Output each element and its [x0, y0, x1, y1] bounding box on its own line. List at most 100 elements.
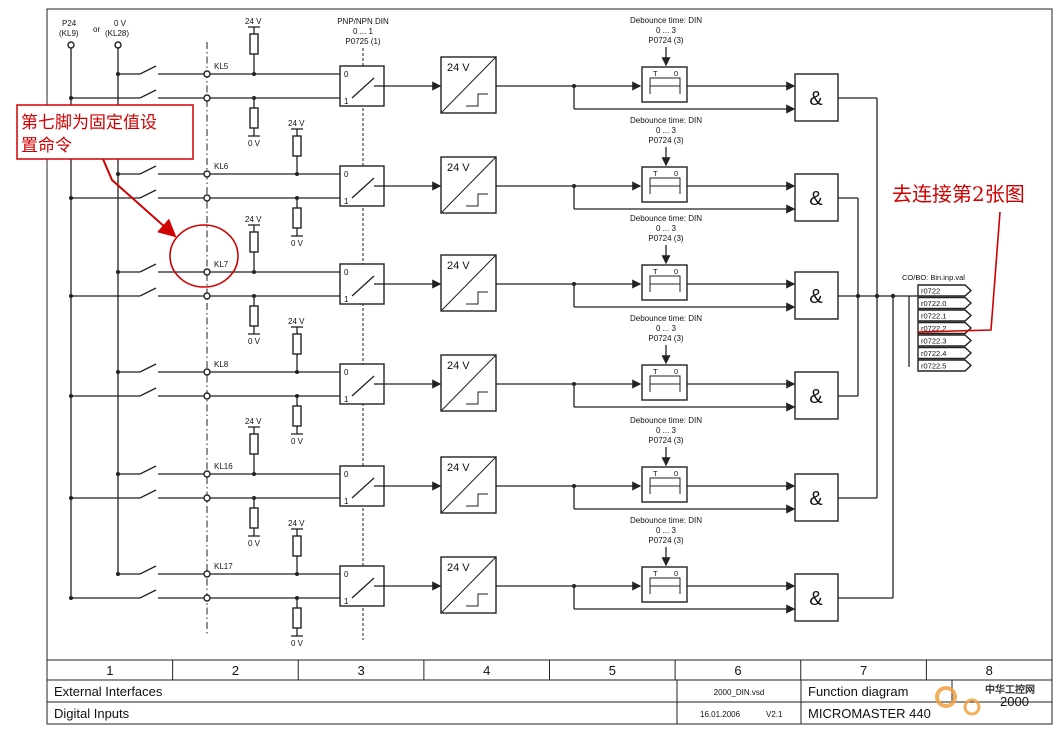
connector-tag — [917, 334, 973, 347]
supply-0v-label: 0 V — [291, 437, 304, 446]
zero-v-terminal — [114, 41, 122, 49]
switch-contact — [139, 489, 157, 499]
debounce-param: P0724 (3) — [648, 436, 683, 445]
p24-terminal-label: (KL9) — [59, 29, 79, 38]
converter-label: 24 V — [447, 360, 470, 372]
column-number: 5 — [609, 663, 616, 678]
debounce-param: P0724 (3) — [648, 334, 683, 343]
junction — [295, 370, 299, 374]
step-icon — [466, 593, 488, 607]
switch-arm — [351, 477, 375, 499]
pnp-param: P0725 (1) — [345, 37, 380, 46]
debounce-title: Debounce time: DIN — [630, 214, 702, 223]
debounce-t-label: T — [653, 469, 658, 478]
pullup-resistor — [249, 33, 259, 55]
and-symbol: & — [809, 488, 823, 510]
junction — [295, 572, 299, 576]
annotation-box — [16, 104, 194, 160]
terminal-label: KL16 — [214, 462, 233, 471]
or-label: or — [93, 25, 100, 34]
and-gate — [794, 473, 839, 522]
connector-tag — [917, 359, 973, 372]
footer-section-title: External Interfaces — [54, 684, 163, 699]
debounce-range: 0 ... 3 — [656, 26, 677, 35]
zero-v-terminal-label: (KL28) — [105, 29, 129, 38]
converter-label: 24 V — [447, 260, 470, 272]
debounce-0-label: 0 — [674, 569, 678, 578]
debounce-t-label: T — [653, 267, 658, 276]
connector-label: r0722.4 — [921, 349, 946, 358]
column-number: 4 — [483, 663, 490, 678]
footer-version: V2.1 — [766, 710, 783, 719]
pulldown-resistor — [249, 305, 259, 327]
switch-contact — [139, 387, 157, 397]
and-symbol: & — [809, 588, 823, 610]
debounce-param: P0724 (3) — [648, 234, 683, 243]
footer-date: 16.01.2006 — [700, 710, 741, 719]
annotation-line1: 第七脚为固定值设 — [21, 113, 157, 133]
pullup-resistor — [249, 231, 259, 253]
switch-contact — [139, 363, 157, 373]
terminal-label: KL8 — [214, 360, 229, 369]
supply-labels: P24 (KL9) or 0 V (KL28) — [59, 19, 129, 38]
debounce-t-label: T — [653, 367, 658, 376]
terminal-bottom — [203, 494, 211, 502]
terminal-top — [203, 70, 211, 78]
terminal-label: KL6 — [214, 162, 229, 171]
step-icon — [466, 291, 488, 305]
debounce-range: 0 ... 3 — [656, 126, 677, 135]
terminal-bottom — [203, 194, 211, 202]
column-number: 8 — [986, 663, 993, 678]
switch-1-label: 1 — [344, 197, 349, 206]
kl7-highlight-circle — [169, 224, 239, 288]
terminal-label: KL7 — [214, 260, 229, 269]
converter-label: 24 V — [447, 562, 470, 574]
switch-0-label: 0 — [344, 70, 349, 79]
debounce-title: Debounce time: DIN — [630, 416, 702, 425]
terminal-top — [203, 170, 211, 178]
switch-arm — [351, 275, 375, 297]
switch-arm — [351, 77, 375, 99]
switch-1-label: 1 — [344, 597, 349, 606]
step-icon — [466, 493, 488, 507]
column-number: 2 — [232, 663, 239, 678]
terminal-top — [203, 368, 211, 376]
step-icon — [466, 93, 488, 107]
annotation-arrow — [102, 158, 177, 238]
step-icon — [466, 391, 488, 405]
debounce-0-label: 0 — [674, 267, 678, 276]
and-symbol: & — [809, 386, 823, 408]
supply-0v-label: 0 V — [248, 337, 261, 346]
switch-1-label: 1 — [344, 395, 349, 404]
right-note: 去连接第2张图 — [892, 182, 1025, 206]
switch-contact — [139, 89, 157, 99]
debounce-param: P0724 (3) — [648, 136, 683, 145]
supply-0v-label: 0 V — [291, 239, 304, 248]
terminal-bottom — [203, 392, 211, 400]
switch-0-label: 0 — [344, 470, 349, 479]
converter-label: 24 V — [447, 62, 470, 74]
converter-diagonal — [440, 354, 497, 412]
and-symbol: & — [809, 286, 823, 308]
footer-product: MICROMASTER 440 — [808, 706, 931, 721]
footer-page-title: Digital Inputs — [54, 706, 130, 721]
supply-24v-label: 24 V — [245, 417, 262, 426]
supply-24v-label: 24 V — [245, 215, 262, 224]
junction — [252, 270, 256, 274]
connector-tag — [917, 309, 973, 322]
terminal-label: KL17 — [214, 562, 233, 571]
switch-contact — [139, 65, 157, 75]
terminal-bottom — [203, 292, 211, 300]
drawing-frame — [46, 8, 1053, 725]
and-gate — [794, 173, 839, 222]
connector-label: r0722.2 — [921, 324, 946, 333]
pnp-title: PNP/NPN DIN — [337, 17, 389, 26]
output-bus — [838, 97, 918, 599]
pullup-resistor — [292, 135, 302, 157]
debounce-title: Debounce time: DIN — [630, 314, 702, 323]
